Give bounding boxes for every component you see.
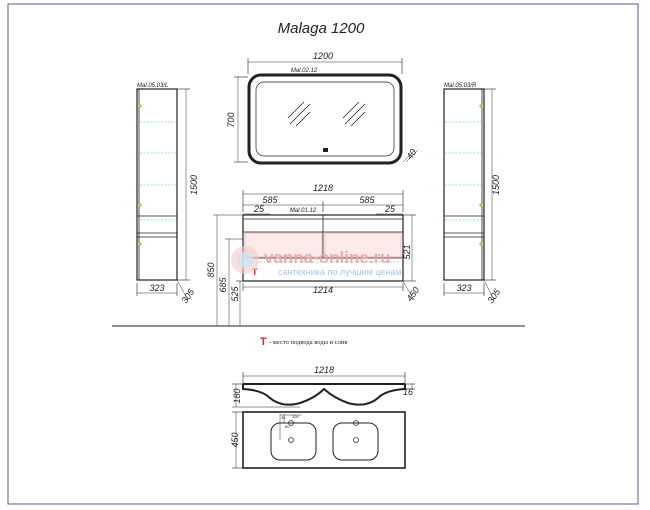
tap-dim-a: 35 (281, 415, 286, 420)
watermark-slogan: сантехника по лучшим ценам (278, 267, 401, 277)
vanity-bottom-width-dim: 1214 (313, 285, 333, 295)
mirror-depth-dim: 40 (404, 147, 418, 161)
floor-low-dim: 525 (230, 286, 240, 302)
sink-top-outline (242, 411, 406, 469)
tap-dim-c: 100 (292, 414, 299, 419)
sink-width-dim: 1218 (314, 365, 334, 375)
mirror-height-dim: 700 (226, 112, 236, 127)
cabinet-right-width-dim: 323 (456, 283, 471, 293)
sink-section-view: 1218 180 16 (232, 365, 415, 408)
floor-total-dim: 850 (206, 262, 216, 277)
water-supply-marker: T (252, 267, 258, 277)
mirror-width-dim: 1200 (313, 51, 333, 61)
vanity-height-dim: 521 (402, 244, 412, 259)
page-title: Malaga 1200 (278, 20, 365, 37)
drawer-left (244, 232, 323, 258)
basin-right (332, 422, 379, 461)
mirror-reflection-marks (287, 101, 366, 127)
sink-profile (242, 383, 406, 406)
vanity-view: 1218 585 585 25 25 Mal.01.12 T 521 1214 … (206, 183, 421, 326)
mirror-view: 1200 Mal.02.12 700 40 (226, 51, 418, 165)
mirror-light-switch (323, 148, 328, 152)
vanity-code-label: Mal.01.12 (290, 208, 317, 214)
cabinet-left-code-label: Mal.05.03/L (137, 83, 168, 89)
cabinet-left-width-dim: 323 (149, 283, 164, 293)
cabinet-left-view: Mal.05.03/L 1500 323 305 (136, 83, 199, 305)
mirror-code-label: Mal.02.12 (291, 68, 318, 74)
cabinet-left-body (136, 88, 178, 281)
sink-lip-dim: 16 (403, 387, 413, 397)
mirror-frame (247, 73, 403, 165)
legend-marker: T (260, 336, 267, 348)
sheet-frame (7, 3, 639, 505)
floor-mid-dim: 685 (218, 277, 228, 293)
cabinet-right-code-label: Mal.05.03/R (444, 83, 477, 89)
legend-text: - место подвода воды и слив (269, 339, 347, 346)
sink-top-depth-dim: 450 (230, 432, 240, 447)
tap-hole-right (353, 420, 359, 426)
legend-note: T - место подвода воды и слив (260, 336, 347, 348)
drawer-right-width-dim: 585 (359, 195, 375, 205)
cabinet-right-height-dim: 1500 (491, 175, 501, 195)
drawer-right (324, 232, 402, 258)
watermark: vanna-online.ru сантехника по лучшим цен… (231, 246, 401, 277)
cabinet-left-height-dim: 1500 (189, 175, 199, 195)
drawer-left-width-dim: 585 (262, 195, 278, 205)
vanity-top-width-dim: 1218 (313, 183, 333, 193)
drain-left (288, 437, 294, 443)
mirror-glass (255, 81, 395, 157)
tap-dim-b: 60 (285, 424, 290, 429)
watermark-brand: vanna-online.ru (264, 248, 391, 267)
drain-right (353, 437, 359, 443)
cabinet-right-depth-dim: 305 (485, 286, 502, 305)
cabinet-right-body (443, 88, 485, 281)
gap-right-dim: 25 (384, 204, 396, 214)
sink-side-height-dim: 180 (232, 388, 242, 403)
cabinet-right-view: Mal.05.03/R 1500 323 305 (443, 83, 503, 305)
gap-left-dim: 25 (253, 204, 265, 214)
tap-hole-left (288, 420, 294, 426)
sink-top-view: 35 60 100 450 (230, 411, 406, 469)
